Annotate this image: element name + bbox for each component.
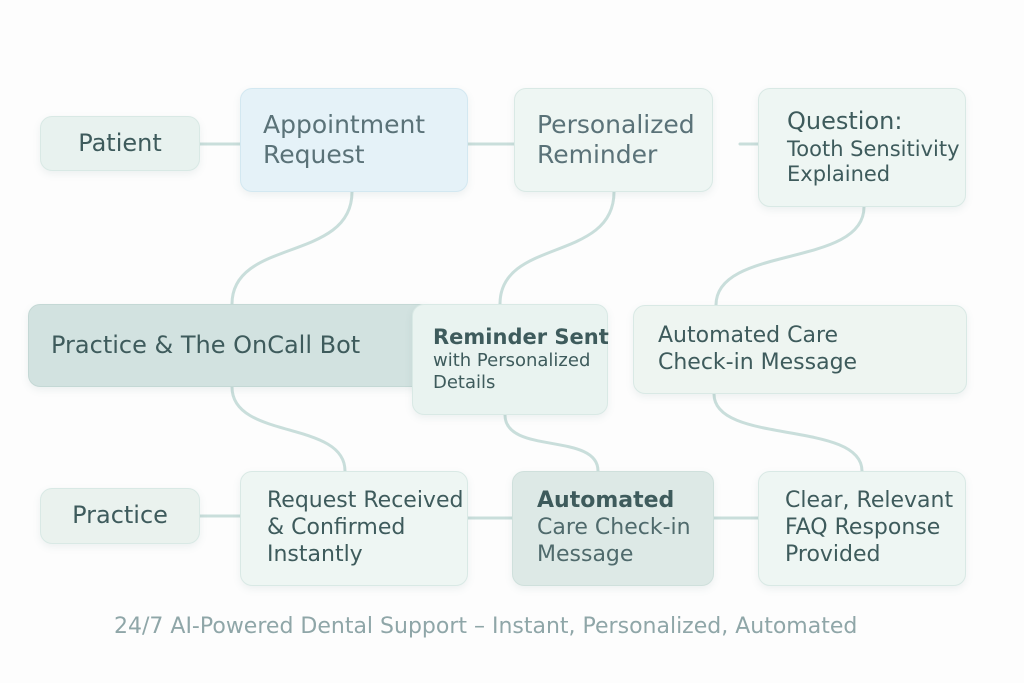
node-practice: Practice: [40, 488, 200, 544]
node-automated-care-message: Automated Care Check-in Message: [512, 471, 714, 586]
node-faq-response-line-3: Provided: [785, 541, 881, 567]
node-automated-care-checkin-line-2: Check-in Message: [658, 349, 858, 375]
connector-oncall-received: [230, 385, 347, 473]
node-personalized-reminder: Personalized Reminder: [514, 88, 713, 192]
node-automated-care-message-line-2: Message: [537, 541, 634, 567]
connector-sent-autocare: [503, 413, 600, 473]
node-question-title: Question:: [787, 107, 903, 136]
node-reminder-sent: Reminder Sent with Personalized Details: [412, 304, 609, 415]
node-reminder-sent-line-2: Details: [433, 372, 496, 394]
node-personalized-reminder-line-1: Personalized: [537, 109, 695, 139]
node-appointment-request: Appointment Request: [240, 88, 468, 192]
node-automated-care-message-title: Automated: [537, 488, 675, 514]
node-automated-care-message-line-1: Care Check-in: [537, 515, 691, 541]
node-patient: Patient: [40, 116, 200, 171]
connector-checkin-faq: [712, 392, 864, 473]
node-appointment-request-line-2: Request: [263, 140, 365, 169]
diagram-caption: 24/7 AI-Powered Dental Support – Instant…: [114, 614, 858, 639]
node-request-received-line-3: Instantly: [267, 541, 363, 567]
node-request-received-line-1: Request Received: [267, 488, 464, 514]
node-question-line-1: Tooth Sensitivity: [787, 136, 960, 161]
node-automated-care-checkin-line-1: Automated Care: [658, 322, 839, 348]
node-reminder-sent-title: Reminder Sent: [433, 324, 609, 349]
node-faq-response: Clear, Relevant FAQ Response Provided: [758, 471, 966, 586]
connector-appointment-oncall: [230, 190, 354, 306]
node-request-received-line-2: & Confirmed: [267, 515, 406, 541]
node-reminder-sent-line-1: with Personalized: [433, 350, 591, 372]
node-patient-label: Patient: [78, 128, 162, 157]
node-faq-response-line-2: FAQ Response: [785, 515, 941, 541]
node-automated-care-checkin: Automated Care Check-in Message: [633, 305, 967, 394]
node-request-received: Request Received & Confirmed Instantly: [240, 471, 468, 586]
node-practice-label: Practice: [72, 501, 168, 530]
connector-question-checkin: [714, 205, 866, 307]
node-oncall-bot-label: Practice & The OnCall Bot: [51, 330, 361, 359]
connector-reminder-sent: [498, 190, 616, 306]
node-oncall-bot: Practice & The OnCall Bot: [28, 304, 432, 387]
node-faq-response-line-1: Clear, Relevant: [785, 488, 954, 514]
node-appointment-request-line-1: Appointment: [263, 109, 426, 139]
node-question-line-2: Explained: [787, 162, 891, 187]
node-question: Question: Tooth Sensitivity Explained: [758, 88, 966, 207]
node-personalized-reminder-line-2: Reminder: [537, 140, 658, 169]
